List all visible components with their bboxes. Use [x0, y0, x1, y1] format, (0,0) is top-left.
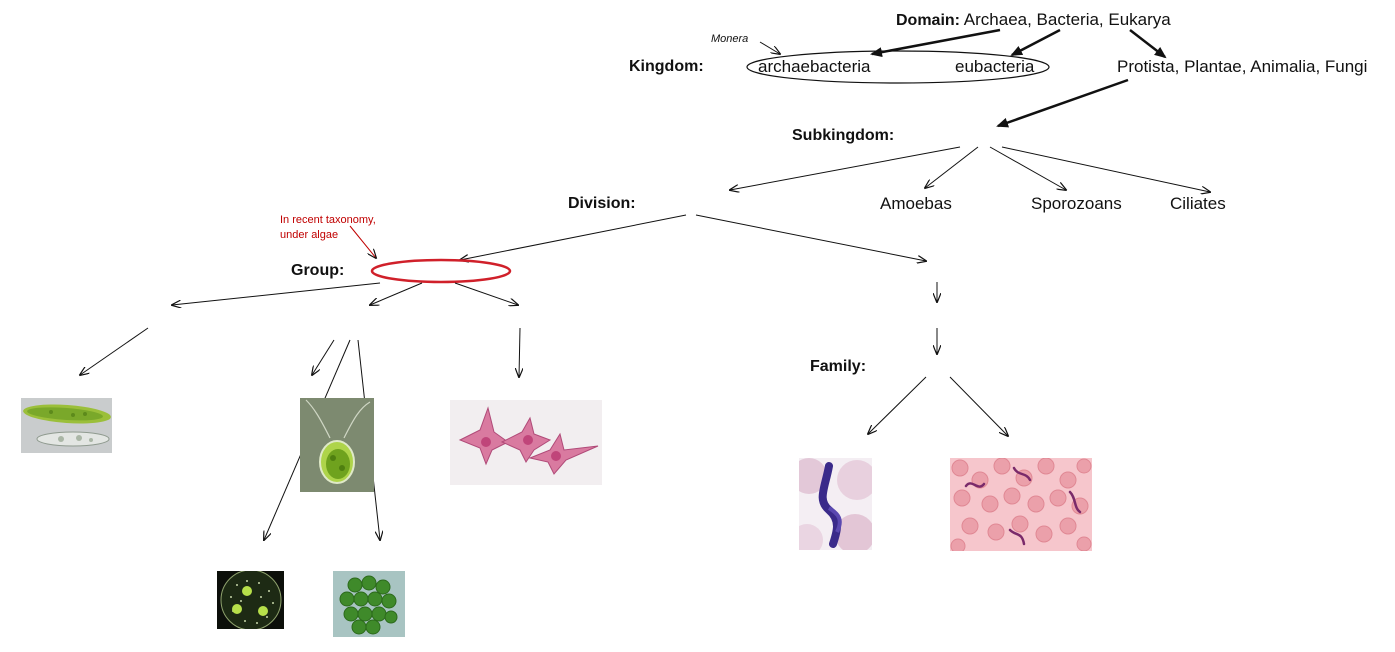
archaebacteria-text: archaebacteria — [758, 57, 871, 76]
trypanosomes-blood-image — [950, 458, 1092, 551]
arrow-domain-archaebacteria — [870, 28, 1001, 58]
family-label: Family: — [810, 358, 867, 375]
arrow-left-euglena — [80, 327, 149, 375]
arrow-protista-subkingdom — [996, 78, 1129, 128]
kingdom-label: Kingdom: — [629, 58, 704, 75]
arrow-domain-eukarya-kingdoms — [1129, 29, 1167, 59]
euglena-image — [21, 398, 112, 453]
arrow-subkingdom-sporozoans — [989, 146, 1066, 190]
arrow-division-group — [460, 214, 687, 260]
bacteria-kingdom-ellipse — [746, 50, 1050, 84]
domain-line: Domain: Archaea, Bacteria, Eukarya — [896, 10, 1171, 30]
eukarya-kingdoms-text: Protista, Plantae, Animalia, Fungi — [1117, 57, 1368, 76]
division-label: Division: — [568, 195, 636, 212]
subkingdom-item-amoebas: Amoebas — [880, 194, 952, 213]
arrow-subkingdom-amoebas — [925, 146, 979, 188]
arrow-subkingdom-ciliates — [1001, 146, 1210, 192]
subkingdom-item-sporozoans: Sporozoans — [1031, 194, 1122, 213]
arrow-group-right — [454, 282, 518, 305]
arrow-subkingdom-division — [730, 146, 961, 190]
arrow-family-left — [868, 376, 927, 434]
arrow-division-right — [695, 214, 926, 261]
arrow-group-middle — [370, 282, 423, 305]
chlamydomonas-image — [300, 398, 374, 492]
volvox-image — [217, 571, 284, 629]
subkingdom-label: Subkingdom: — [792, 127, 895, 144]
arrow-domain-eubacteria — [1010, 28, 1061, 57]
domain-value: Archaea, Bacteria, Eukarya — [963, 10, 1171, 29]
monera-note: Monera — [711, 33, 749, 45]
eubacteria-text: eubacteria — [955, 57, 1035, 76]
dinoflagellate-image — [450, 400, 602, 485]
group-note: In recent taxonomy, under algae — [280, 214, 376, 241]
domain-label: Domain: — [896, 12, 960, 29]
arrow-group-note — [349, 225, 376, 258]
group-label: Group: — [291, 262, 345, 279]
arrow-group-left — [172, 282, 381, 305]
arrow-monera-note — [759, 41, 780, 54]
trypanosome-closeup-image — [799, 458, 872, 550]
subkingdom-item-ciliates: Ciliates — [1170, 194, 1226, 213]
arrow-family-right — [949, 376, 1008, 436]
arrow-middle-chlamydomonas — [312, 339, 335, 375]
arrow-right-dinoflagellate — [519, 327, 520, 377]
group-ellipse — [370, 258, 512, 284]
pandorina-image — [333, 571, 405, 637]
